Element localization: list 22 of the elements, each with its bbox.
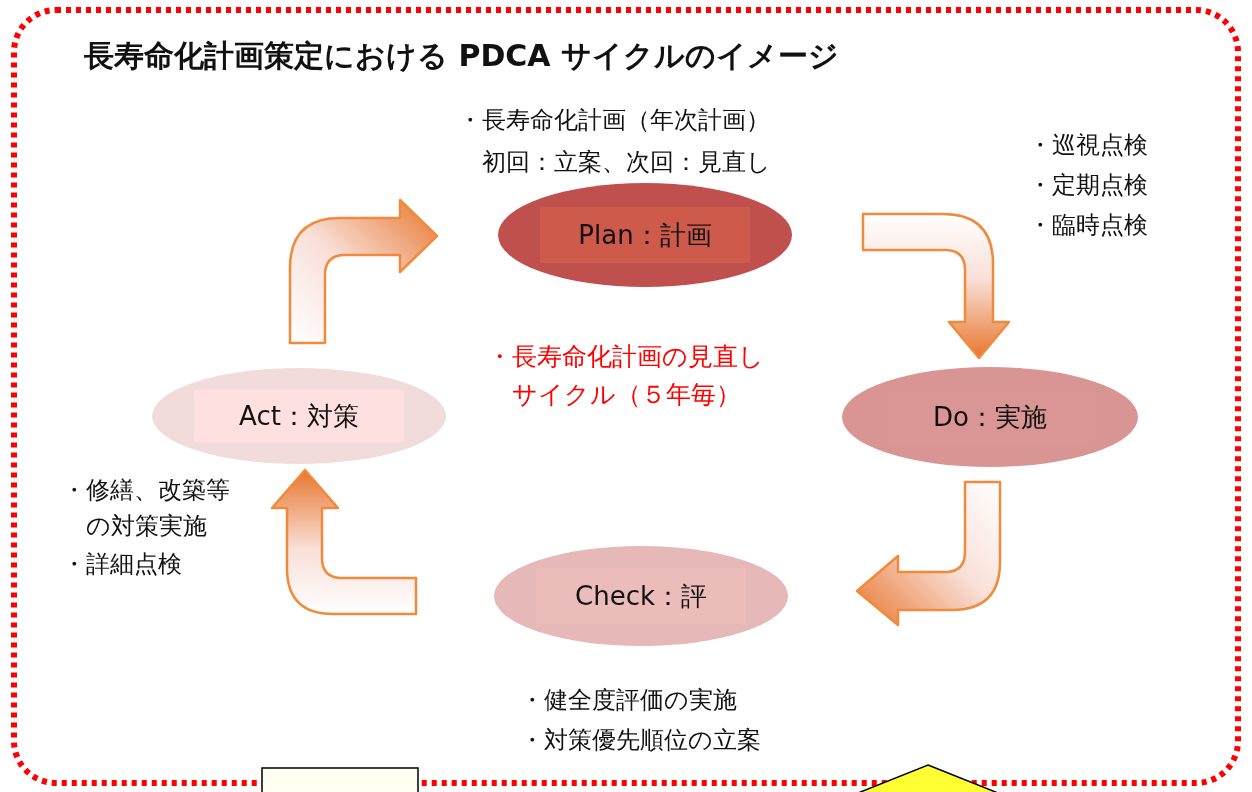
note-text: ・長寿命化計画の見直しサイクル（５年毎）	[487, 341, 765, 411]
phase-label: Act：対策	[194, 390, 404, 442]
note-text: ・健全度評価の実施	[520, 685, 737, 716]
bent-arrow	[288, 198, 439, 345]
title: 長寿命化計画策定における PDCA サイクルのイメージ	[84, 37, 839, 75]
note-text: ・修繕、改築等の対策実施	[62, 475, 231, 542]
bent-arrow	[855, 480, 1002, 627]
phase-ellipse	[152, 368, 446, 464]
note-text: ・定期点検	[1028, 170, 1148, 201]
note-text: 初回：立案、次回：見直し	[482, 147, 771, 178]
note-text: ・対策優先順位の立案	[520, 725, 761, 756]
note-text: ・詳細点検	[62, 549, 182, 580]
note-text: ・臨時点検	[1028, 210, 1148, 241]
note-text: ・長寿命化計画（年次計画）	[458, 105, 770, 136]
note-text: ・巡視点検	[1028, 130, 1148, 161]
phase-label: Check：評	[536, 568, 746, 624]
phase-label: Plan：計画	[540, 207, 750, 263]
phase-ellipse	[494, 546, 788, 646]
phase-ellipse	[498, 183, 792, 287]
bent-arrow	[270, 468, 418, 616]
bent-arrow	[861, 212, 1011, 360]
phase-ellipse	[842, 367, 1138, 467]
